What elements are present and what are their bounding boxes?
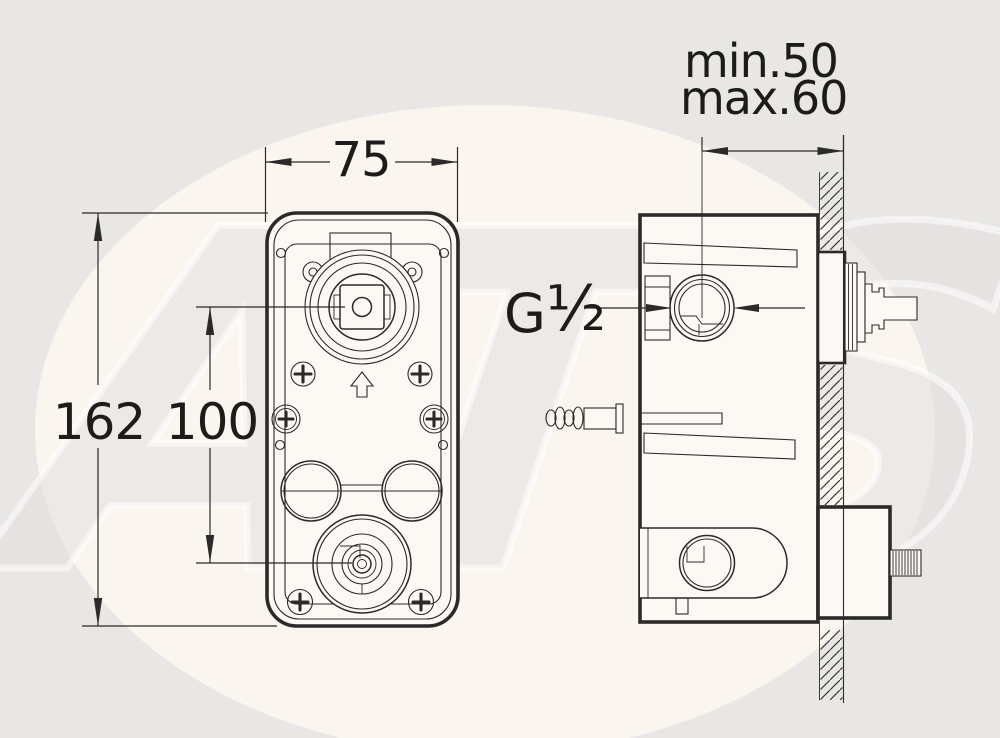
dim-width-label: 75 [331, 132, 390, 188]
phillips-screw [286, 588, 314, 616]
thread-callout: G½ [504, 272, 805, 345]
dim-height-label: 162 [53, 393, 145, 451]
dim-width-75: 75 [264, 132, 459, 222]
wall-hatching [820, 172, 843, 700]
knurled-shaft [889, 549, 922, 577]
dim-depth-minmax: min.50 max.60 [680, 34, 848, 170]
dim-height-162: 162 [53, 212, 277, 627]
upper-cartridge [304, 249, 420, 365]
lower-valve [312, 514, 412, 614]
dowel-screw [545, 403, 723, 434]
upper-cartridge-housing [816, 250, 847, 365]
lower-valve-side [640, 527, 788, 615]
dim-centers-label: 100 [166, 393, 258, 451]
cartridge-spindle [844, 262, 918, 352]
inlet-ports [280, 460, 443, 522]
phillips-screw [419, 404, 449, 434]
phillips-screw [407, 588, 435, 616]
depth-max-label: max.60 [680, 71, 847, 125]
lower-valve-housing [816, 505, 892, 620]
side-view [545, 135, 922, 703]
depth-min-label: min.50 [684, 34, 838, 88]
thread-label: G½ [504, 272, 605, 345]
phillips-screw [271, 404, 301, 434]
dim-centers-100: 100 [166, 306, 352, 564]
up-arrow-mark [349, 371, 375, 398]
dimensions: 75 162 100 min.50 [53, 34, 848, 627]
phillips-screw [290, 361, 316, 387]
phillips-screw [407, 361, 433, 387]
front-view [265, 211, 460, 628]
